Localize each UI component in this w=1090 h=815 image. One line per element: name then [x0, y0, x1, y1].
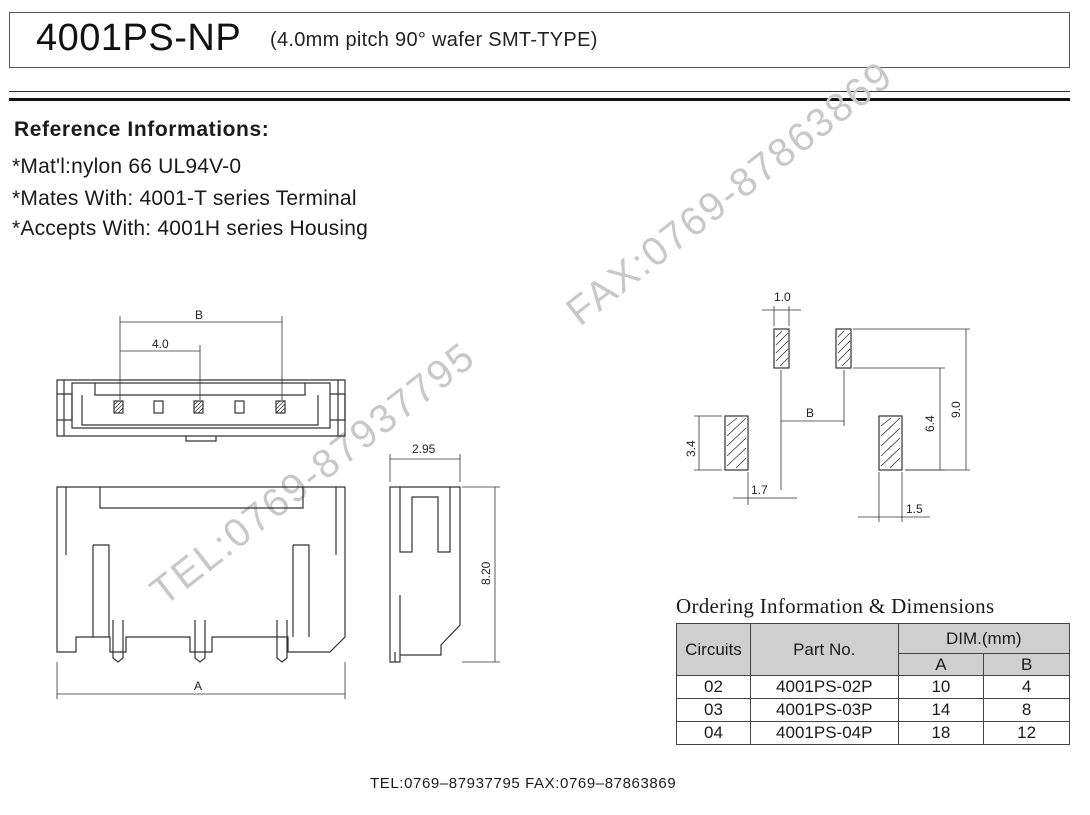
- subtitle: (4.0mm pitch 90° wafer SMT-TYPE): [270, 29, 598, 51]
- cell-part: 4001PS-02P: [749, 675, 899, 699]
- table-row: 03 4001PS-03P 14 8: [676, 698, 1070, 722]
- dim-height-label: 8.20: [479, 561, 493, 585]
- ordering-title: Ordering Information & Dimensions: [676, 594, 995, 618]
- reference-material: *Mat'l:nylon 66 UL94V-0: [12, 155, 242, 178]
- cell-b: 4: [983, 675, 1070, 699]
- reference-mates-with: *Mates With: 4001-T series Terminal: [12, 187, 357, 210]
- dim-a-label: A: [194, 679, 202, 693]
- cell-a: 18: [897, 721, 985, 745]
- dim-pad-64-label: 6.4: [923, 415, 937, 432]
- side-view: 2.95 8.20: [389, 442, 500, 663]
- header-circuits: Circuits: [676, 623, 751, 676]
- table-row: 02 4001PS-02P 10 4: [676, 675, 1070, 699]
- table-row: 04 4001PS-04P 18 12: [676, 721, 1070, 745]
- top-view: B 4.0: [56, 308, 346, 442]
- cell-circuits: 04: [676, 721, 751, 745]
- header-b: B: [983, 653, 1070, 676]
- cell-b: 12: [983, 721, 1070, 745]
- footer-contact: TEL:0769–87937795 FAX:0769–87863869: [370, 775, 677, 792]
- dim-pad-width-label: 1.0: [774, 290, 791, 304]
- dim-pad-34-label: 3.4: [684, 440, 698, 457]
- divider-thin: [9, 91, 1070, 92]
- dim-b-label: B: [195, 308, 203, 322]
- front-view: A: [56, 486, 346, 699]
- ordering-table: Circuits Part No. DIM.(mm) A B 02 4001PS…: [676, 623, 1071, 745]
- part-number: 4001PS-NP: [36, 17, 242, 59]
- header-dim: DIM.(mm): [897, 623, 1071, 654]
- dim-pad-17-label: 1.7: [751, 483, 768, 497]
- dim-pitch-label: 4.0: [152, 337, 169, 351]
- cell-circuits: 02: [676, 675, 751, 699]
- cell-part: 4001PS-03P: [749, 698, 899, 722]
- cell-a: 10: [897, 675, 985, 699]
- header-part-no: Part No.: [749, 623, 899, 676]
- dim-depth-label: 2.95: [412, 442, 436, 456]
- reference-heading: Reference Informations:: [14, 118, 270, 141]
- cell-b: 8: [983, 698, 1070, 722]
- reference-accepts-with: *Accepts With: 4001H series Housing: [12, 217, 368, 240]
- dim-pad-b-label: B: [806, 406, 814, 420]
- cell-part: 4001PS-04P: [749, 721, 899, 745]
- title-box: 4001PS-NP (4.0mm pitch 90° wafer SMT-TYP…: [9, 12, 1070, 68]
- dim-pad-90-label: 9.0: [949, 401, 963, 418]
- header-a: A: [897, 653, 985, 676]
- pcb-layout: 1.0 B 3.4 1.7 6.4 9.0 1.5: [684, 290, 970, 522]
- cell-a: 14: [897, 698, 985, 722]
- divider-thick: [9, 98, 1070, 101]
- cell-circuits: 03: [676, 698, 751, 722]
- dim-pad-15-label: 1.5: [906, 502, 923, 516]
